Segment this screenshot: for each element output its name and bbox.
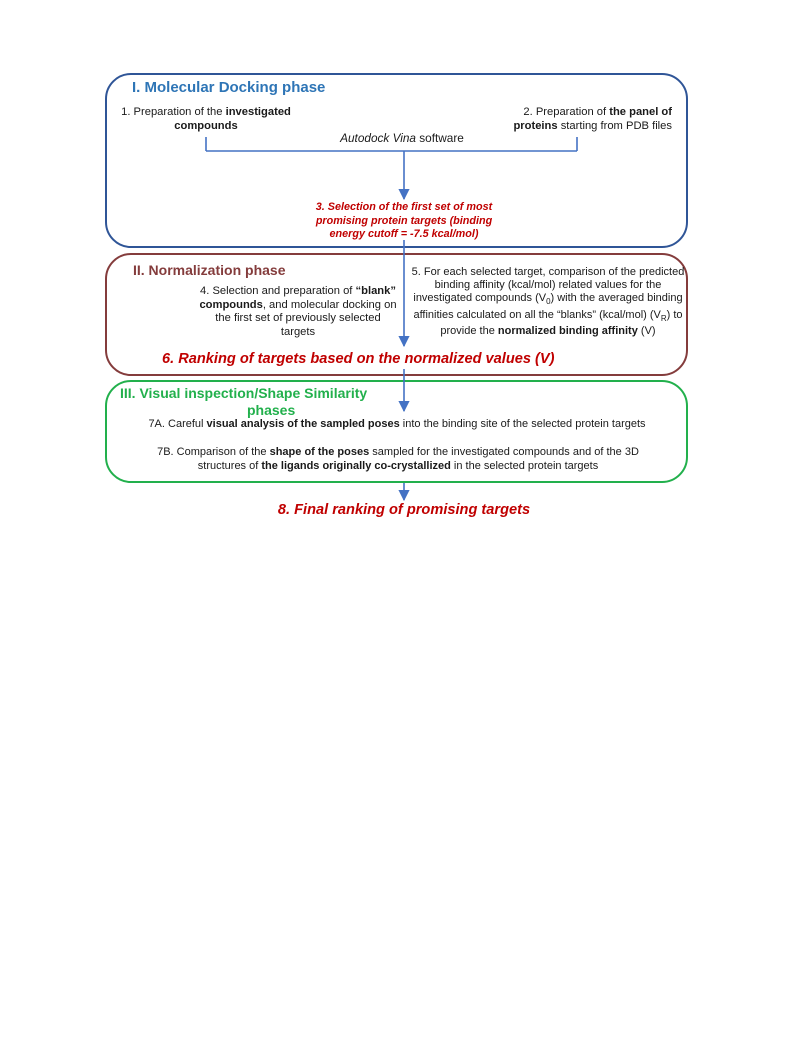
software-text: Autodock Vina software (300, 131, 504, 146)
step7a-suffix: into the binding site of the selected pr… (399, 418, 646, 430)
phase1-box (105, 73, 688, 248)
step4-text: 4. Selection and preparation of “blank” … (198, 285, 398, 339)
step5-sub1: 0 (546, 297, 551, 307)
step4-bold: “blank” compounds (199, 285, 396, 311)
phase1-title: I. Molecular Docking phase (132, 79, 326, 96)
step2-bold: the panel of proteins (513, 106, 672, 132)
step5-suffix: (V) (637, 325, 656, 338)
step7a-text: 7A. Careful visual analysis of the sampl… (112, 418, 682, 432)
step4-prefix: 4. Selection and preparation of (200, 285, 356, 297)
step2-suffix: starting from PDB files (557, 119, 672, 132)
phase3-box (105, 380, 688, 483)
phase2-title: II. Normalization phase (133, 262, 286, 278)
step8-text: 8. Final ranking of promising targets (277, 502, 531, 518)
step7b-mid: sampled for the investigated compounds a… (197, 446, 639, 472)
step1-prefix: 1. Preparation of the (121, 106, 226, 118)
step4-suffix: , and molecular docking on the first set… (215, 298, 397, 338)
step7b-suffix: in the selected protein targets (450, 459, 599, 472)
step7b-prefix: 7B. Comparison of the (157, 446, 270, 458)
step6-text: 6. Ranking of targets based on the norma… (162, 351, 555, 367)
step2-prefix: 2. Preparation of (523, 106, 610, 118)
step5-text3: ) to provide the (440, 308, 683, 338)
phase3-title-line1: III. Visual inspection/Shape Similarity (120, 385, 368, 401)
step7b-bold1: shape of the poses (269, 446, 370, 458)
step7b-bold2: the ligands originally co-crystallized (261, 459, 451, 472)
software-name: Autodock Vina (340, 131, 416, 145)
step5-sub2: R (660, 313, 667, 323)
step5-bold: normalized binding affinity (497, 325, 638, 338)
step3-text: 3. Selection of the first set of most pr… (315, 201, 493, 240)
software-suffix: software (416, 131, 464, 145)
phase3-title-line2: phases (247, 402, 296, 418)
step1-bold: investigated compounds (174, 106, 291, 132)
step7b-text: 7B. Comparison of the shape of the poses… (140, 446, 656, 473)
phase2-box (105, 253, 688, 376)
step7a-bold: visual analysis of the sampled poses (206, 418, 400, 430)
step1-text: 1. Preparation of the investigated compo… (111, 106, 301, 133)
step5-text2: ) with the averaged binding affinities c… (413, 292, 683, 321)
step7a-prefix: 7A. Careful (148, 418, 207, 430)
step5-text1: 5. For each selected target, comparison … (411, 266, 685, 305)
step2-text: 2. Preparation of the panel of proteins … (478, 106, 672, 133)
step5-text: 5. For each selected target, comparison … (410, 266, 686, 338)
